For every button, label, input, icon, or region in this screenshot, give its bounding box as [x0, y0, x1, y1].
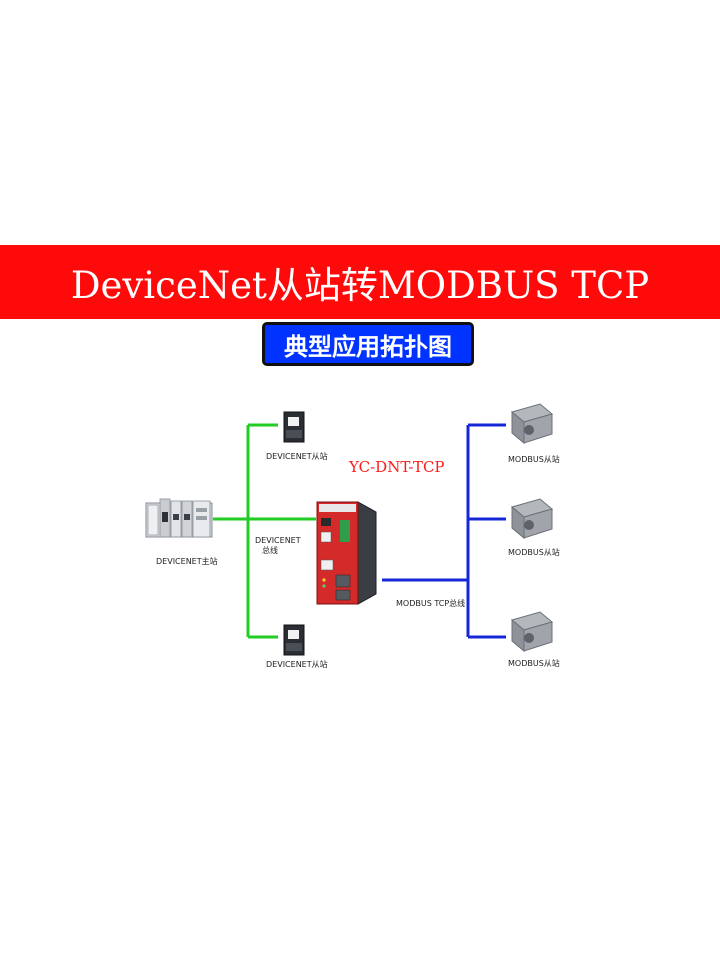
banner-title: DeviceNet从站转MODBUS TCP: [70, 264, 650, 307]
title-banner: DeviceNet从站转MODBUS TCP: [0, 245, 720, 319]
devicenet-master-label: DEVICENET主站: [156, 556, 218, 566]
modbus-bus-label: MODBUS TCP总线: [396, 598, 465, 608]
gateway-model-label: YC-DNT-TCP: [348, 458, 445, 476]
modbus-slave-3-label: MODBUS从站: [508, 658, 560, 668]
modbus-slave-3-icon: [510, 611, 554, 653]
modbus-bus-lines: [382, 423, 506, 639]
devicenet-bus-label-line2: 总线: [262, 545, 278, 555]
modbus-slave-1-icon: [510, 403, 554, 445]
modbus-slave-2-label: MODBUS从站: [508, 547, 560, 557]
devicenet-slave-bottom-label: DEVICENET从站: [266, 659, 328, 669]
devicenet-bus-lines: [213, 423, 316, 639]
modbus-slave-1-label: MODBUS从站: [508, 454, 560, 464]
devicenet-bus-label-line1: DEVICENET: [255, 536, 301, 545]
devicenet-slave-top-icon: [283, 411, 305, 443]
devicenet-slave-bottom-icon: [283, 624, 305, 656]
subtitle-box: 典型应用拓扑图: [262, 322, 474, 366]
subtitle: 典型应用拓扑图: [284, 331, 452, 361]
plc-master-icon: [145, 498, 213, 538]
devicenet-slave-top-label: DEVICENET从站: [266, 451, 328, 461]
modbus-slave-2-icon: [510, 498, 554, 540]
gateway-device-icon: [316, 501, 377, 605]
